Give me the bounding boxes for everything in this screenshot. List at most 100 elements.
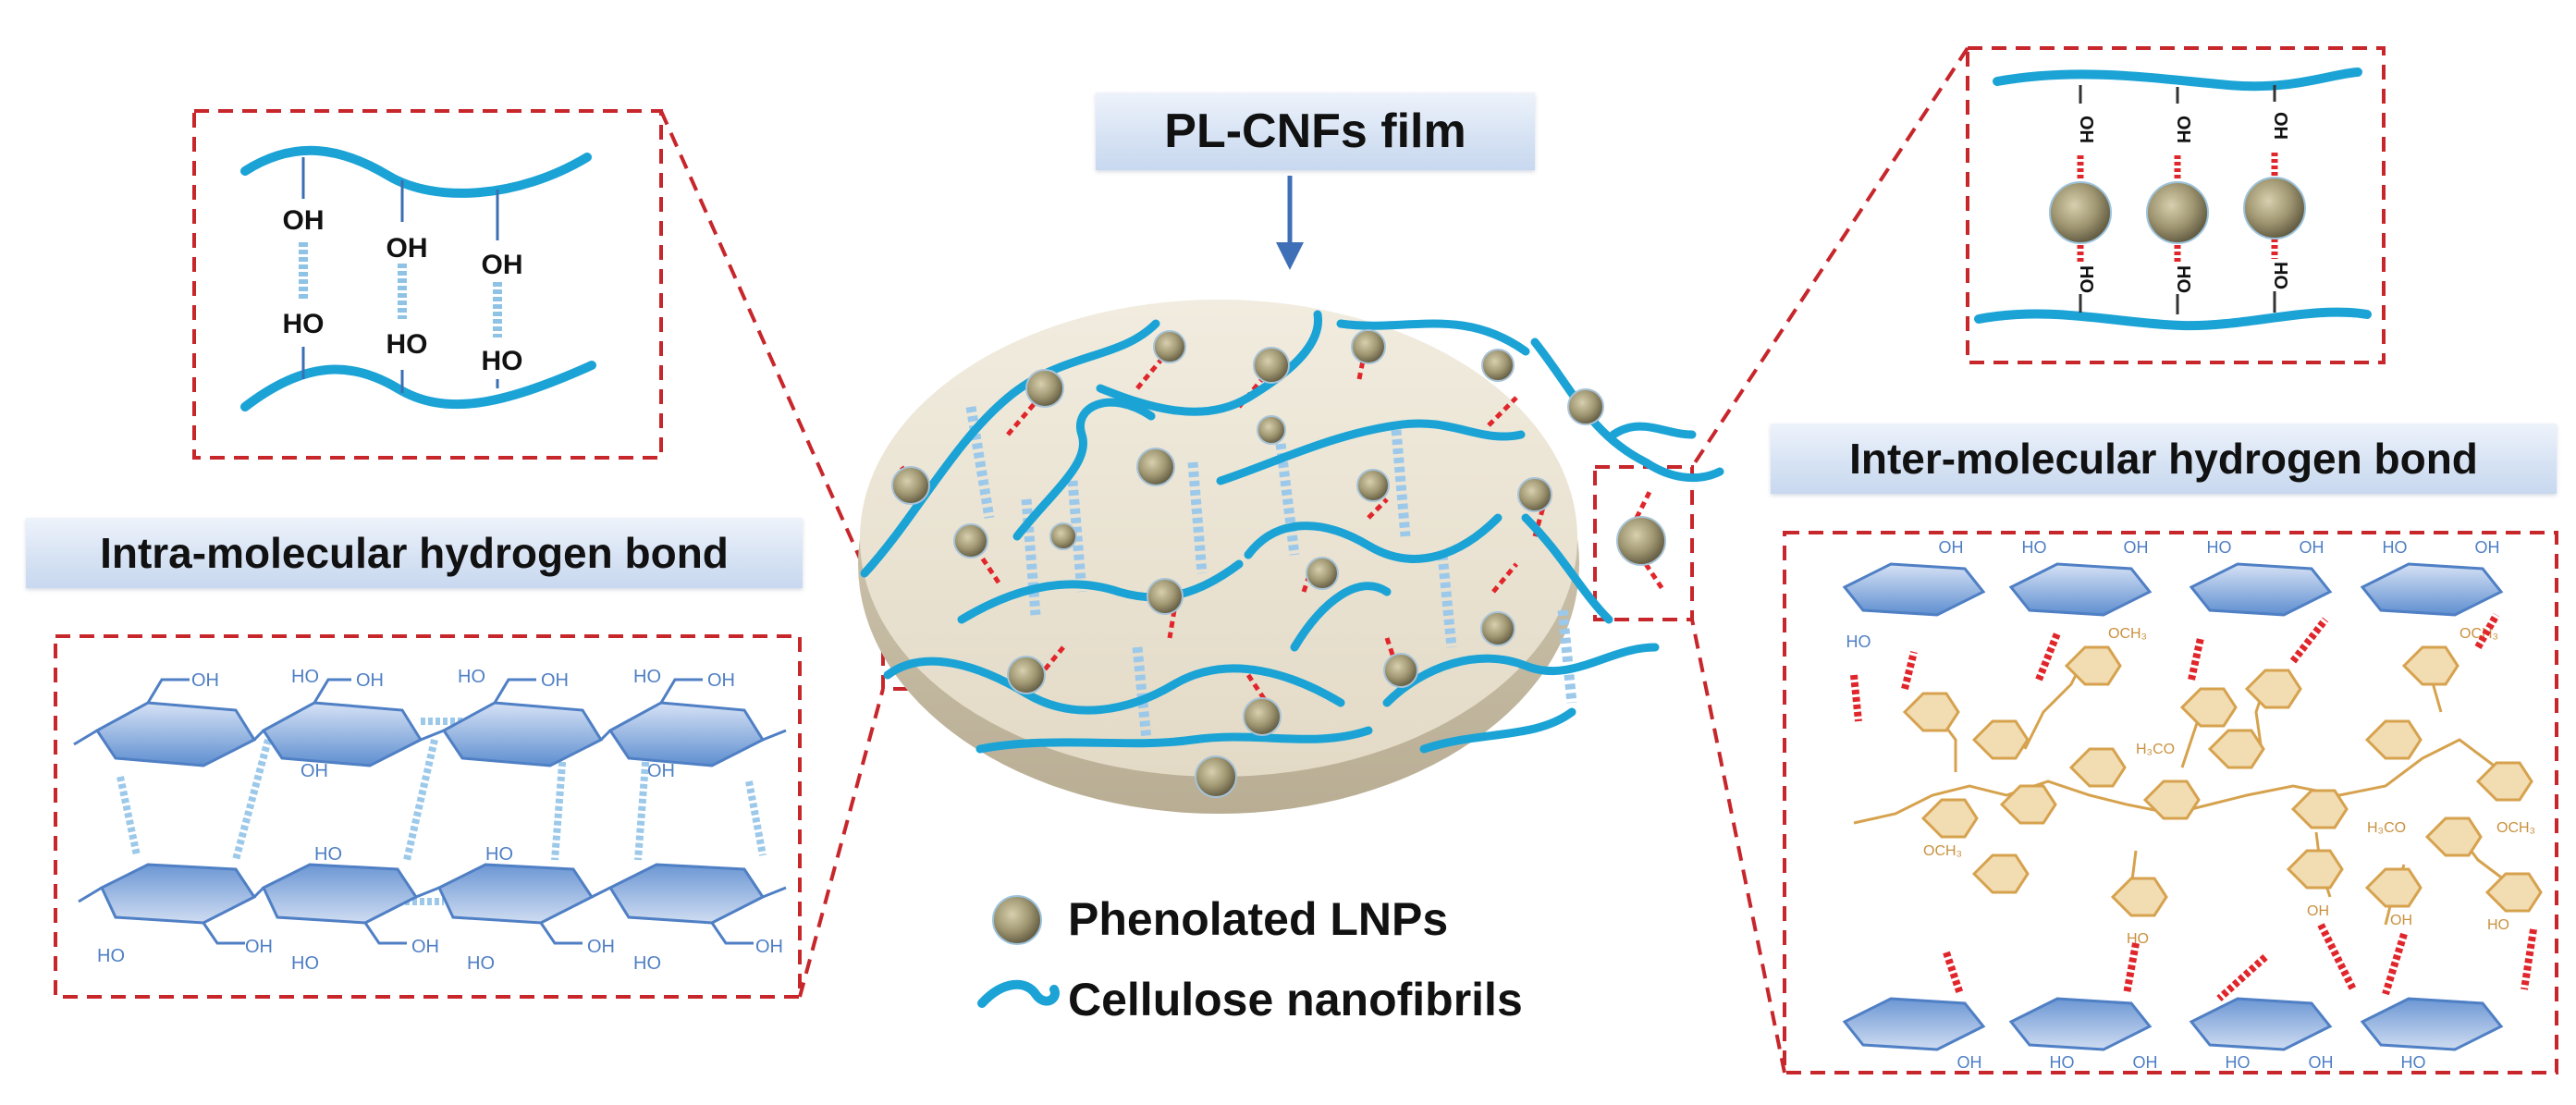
lnp bbox=[1517, 477, 1552, 512]
glucose-ring bbox=[1842, 997, 1986, 1051]
oh-label: OH bbox=[2133, 1053, 2158, 1072]
fibril bbox=[1096, 310, 1323, 416]
intra-zoom-simple: OH HO OH HO OH HO bbox=[240, 145, 596, 411]
ho-label: HO bbox=[458, 667, 485, 687]
oh-label: OH bbox=[301, 761, 328, 781]
lnp bbox=[1306, 557, 1339, 590]
zoom-frames bbox=[54, 46, 2558, 1074]
lnp bbox=[1147, 578, 1184, 615]
film-callout-right bbox=[1593, 465, 1694, 621]
oh-label: OH bbox=[482, 250, 523, 280]
glucose-ring bbox=[607, 863, 766, 925]
ho-label: HO bbox=[2173, 265, 2193, 293]
ho-label: HO bbox=[386, 329, 428, 360]
glucose-ring bbox=[262, 863, 419, 925]
fibril bbox=[883, 657, 1345, 715]
intra-zoom-box-top bbox=[192, 109, 663, 460]
lnp bbox=[1007, 656, 1046, 694]
oh-label: OH bbox=[2300, 538, 2325, 557]
glucose-ring bbox=[2360, 997, 2504, 1051]
connector-line bbox=[659, 110, 885, 611]
lnp bbox=[1253, 347, 1290, 384]
lignin-ring bbox=[2424, 816, 2483, 857]
ho-label: HO bbox=[2226, 1053, 2251, 1072]
glucose-ring bbox=[441, 701, 604, 767]
lignin-ring bbox=[1971, 853, 2030, 894]
glucose-ring bbox=[2008, 562, 2153, 617]
lignin-ring bbox=[2179, 687, 2238, 728]
oh-label: OH bbox=[386, 233, 428, 264]
ho-label: HO bbox=[2076, 265, 2096, 293]
lignin-ring bbox=[1971, 719, 2030, 760]
lnp bbox=[1195, 755, 1237, 798]
fibril bbox=[1974, 307, 2372, 331]
lnp-legend-icon bbox=[992, 895, 1042, 945]
ho-label: HO bbox=[2487, 917, 2509, 933]
ho-label: HO bbox=[633, 953, 661, 974]
lnp bbox=[1351, 329, 1386, 364]
connector-line bbox=[1690, 619, 1786, 1074]
oh-label: OH bbox=[2124, 538, 2149, 557]
glucose-ring bbox=[2360, 562, 2504, 617]
ho-label: HO bbox=[467, 953, 495, 974]
oh-label: OH bbox=[647, 761, 675, 781]
fibril bbox=[1609, 422, 1697, 439]
ho-label: HO bbox=[291, 667, 319, 687]
methoxy-label: OCH₃ bbox=[2459, 626, 2498, 642]
lignin-ring bbox=[2068, 747, 2127, 788]
lnp bbox=[1136, 448, 1175, 486]
glucose-ring bbox=[94, 701, 257, 767]
lnp bbox=[1567, 388, 1604, 425]
lnp bbox=[2146, 181, 2209, 244]
ho-label: HO bbox=[2207, 538, 2232, 557]
glucose-ring bbox=[2189, 562, 2333, 617]
fibril-legend-icon bbox=[977, 979, 1060, 1008]
connector-line bbox=[798, 688, 885, 998]
oh-label: OH bbox=[2173, 116, 2193, 143]
lnp bbox=[1481, 349, 1515, 382]
lnp bbox=[1356, 469, 1390, 502]
lnp bbox=[2049, 181, 2112, 244]
film-lnps bbox=[891, 329, 1666, 798]
methoxy-label: OCH₃ bbox=[1923, 843, 1962, 859]
inter-chemistry: OCH₃ OCH₃ H₃CO OCH₃ H₃CO OCH₃ OH OH HO H… bbox=[1842, 538, 2543, 1072]
lignin-ring bbox=[1999, 784, 2057, 825]
lnp bbox=[1383, 653, 1418, 688]
lnp bbox=[1025, 369, 1064, 408]
oh-label: OH bbox=[2309, 1053, 2334, 1072]
fibril bbox=[1216, 419, 1526, 485]
glucose-ring bbox=[1842, 562, 1986, 617]
inter-zoom-box-bottom bbox=[1783, 531, 2558, 1074]
intra-zoom-box-bottom bbox=[54, 634, 802, 999]
lignin-ring bbox=[2364, 867, 2423, 908]
lignin-ring bbox=[2401, 645, 2459, 686]
legend bbox=[977, 895, 1060, 1008]
fibril bbox=[1419, 707, 1576, 754]
methoxy-label: OCH₃ bbox=[2496, 820, 2535, 836]
fibril bbox=[860, 319, 1160, 578]
ho-label: HO bbox=[2022, 538, 2047, 557]
lnp bbox=[2243, 177, 2306, 239]
ho-label: HO bbox=[314, 844, 342, 865]
intra-bond-label: Intra-molecular hydrogen bond bbox=[26, 518, 803, 588]
oh-label: OH bbox=[1939, 538, 1964, 557]
lignin-ring bbox=[2207, 729, 2265, 769]
oh-label: OH bbox=[191, 670, 219, 691]
fibril bbox=[1336, 319, 1530, 356]
ho-label: HO bbox=[97, 946, 125, 966]
fibril bbox=[1244, 513, 1503, 563]
oh-label: OH bbox=[356, 670, 384, 691]
ho-label: HO bbox=[2383, 538, 2408, 557]
film-title: PL-CNFs film bbox=[1096, 92, 1535, 170]
oh-label: OH bbox=[755, 937, 783, 957]
lignin-ring bbox=[2484, 872, 2543, 913]
lignin-ring bbox=[2364, 719, 2423, 760]
lnp bbox=[1616, 516, 1666, 566]
oh-label: OH bbox=[2076, 116, 2096, 143]
ho-label: HO bbox=[1846, 632, 1871, 651]
fibril bbox=[1530, 338, 1724, 483]
ho-label: HO bbox=[633, 667, 661, 687]
glucose-ring bbox=[2008, 997, 2153, 1051]
